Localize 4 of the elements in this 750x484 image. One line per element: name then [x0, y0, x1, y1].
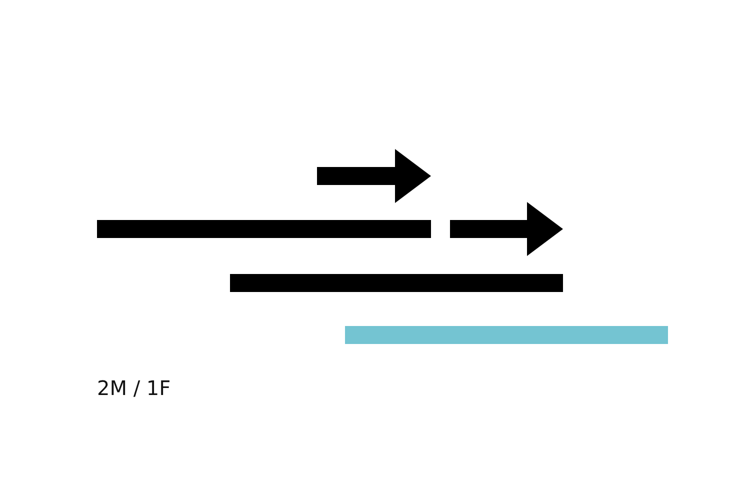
- horizontal-bar: [230, 274, 563, 292]
- group-label: 2M / 1F: [97, 376, 171, 400]
- horizontal-bar: [97, 220, 431, 238]
- horizontal-bar: [345, 326, 668, 344]
